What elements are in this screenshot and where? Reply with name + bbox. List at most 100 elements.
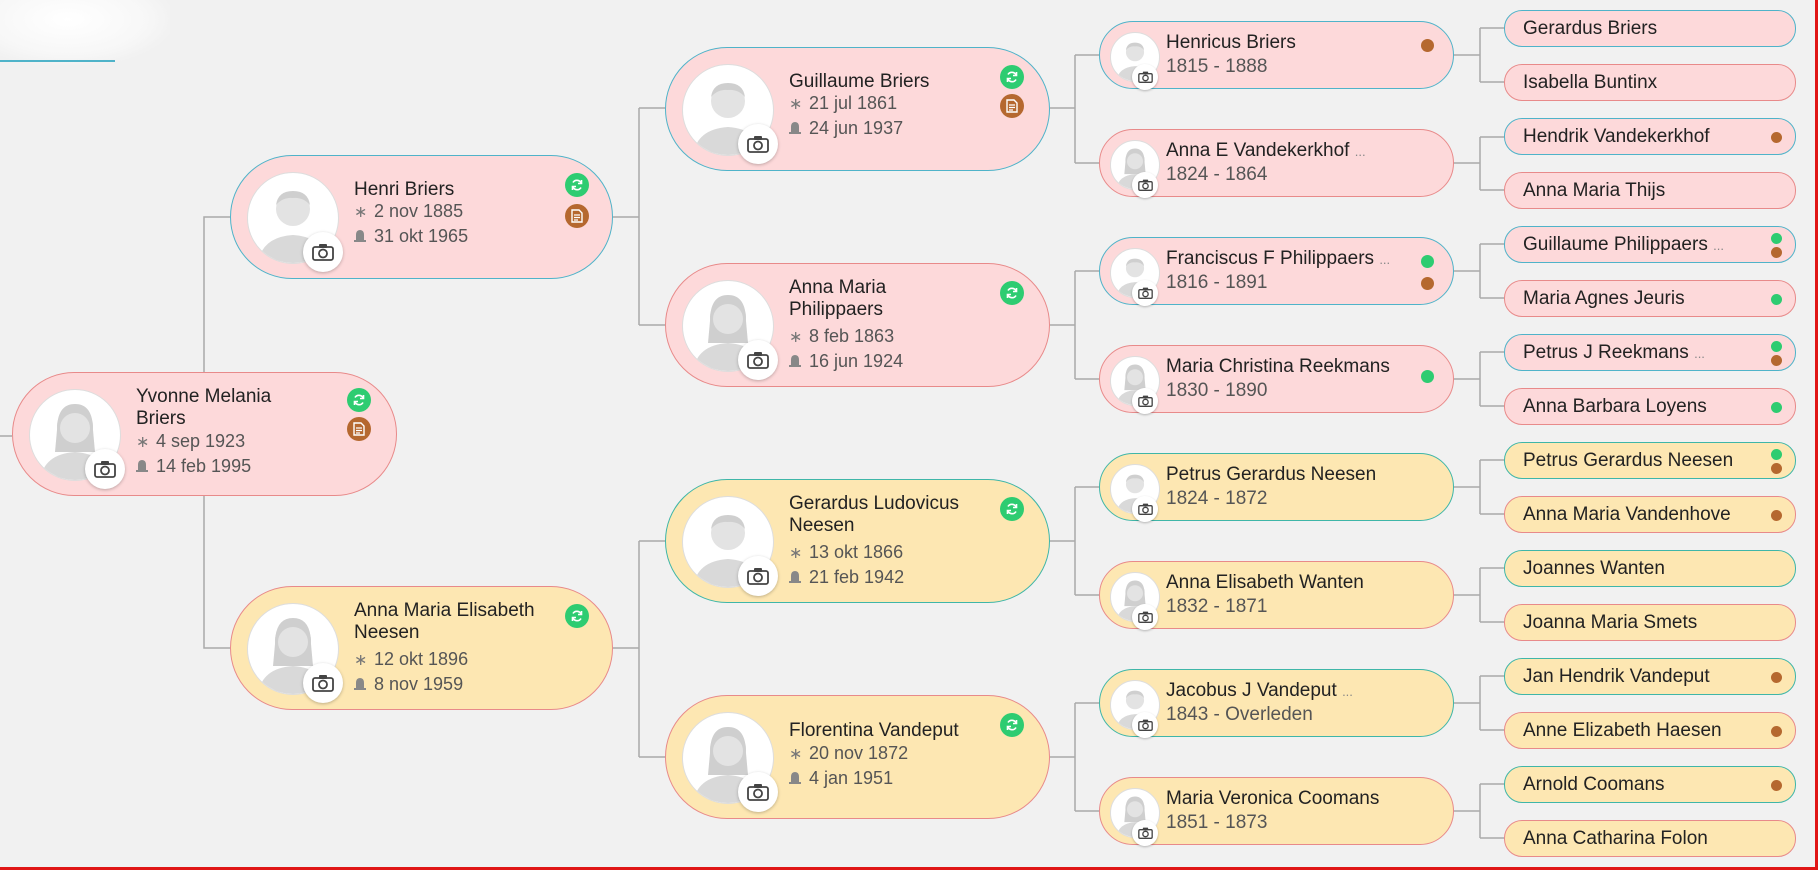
person-card-root[interactable]: Yvonne Melania Briers ∗4 sep 1923 14 feb… xyxy=(12,372,397,496)
person-name[interactable]: Henricus Briers xyxy=(1166,32,1296,53)
person-card-gen4[interactable]: Anna Elisabeth Wanten 1832 - 1871 xyxy=(1099,561,1454,630)
document-icon[interactable] xyxy=(565,204,589,228)
person-name[interactable]: Anna Barbara Loyens xyxy=(1523,396,1707,417)
death-date: 16 jun 1924 xyxy=(789,351,903,372)
camera-icon[interactable] xyxy=(1132,172,1158,198)
person-card-gen5[interactable]: Maria Agnes Jeuris xyxy=(1504,280,1796,317)
document-icon[interactable] xyxy=(347,417,371,441)
person-card-gen4[interactable]: Maria Veronica Coomans 1851 - 1873 xyxy=(1099,777,1454,846)
camera-icon[interactable] xyxy=(738,340,778,380)
record-match-indicator xyxy=(1771,449,1782,460)
document-icon[interactable] xyxy=(1000,94,1024,118)
sync-icon[interactable] xyxy=(565,604,589,628)
birth-date: ∗20 nov 1872 xyxy=(789,743,909,763)
sync-icon[interactable] xyxy=(347,388,371,412)
person-card-gen5[interactable]: Joannes Wanten xyxy=(1504,550,1796,587)
person-card-gen5[interactable]: Gerardus Briers xyxy=(1504,10,1796,47)
person-name[interactable]: Guillaume Briers xyxy=(789,71,930,92)
person-name[interactable]: Petrus Gerardus Neesen xyxy=(1166,464,1377,485)
person-name[interactable]: Maria Christina Reekmans xyxy=(1166,356,1390,377)
person-card-gen4[interactable]: Petrus Gerardus Neesen 1824 - 1872 xyxy=(1099,453,1454,522)
camera-icon[interactable] xyxy=(738,124,778,164)
source-indicator xyxy=(1771,355,1782,366)
person-card-grandfather-maternal[interactable]: Gerardus Ludovicus Neesen ∗13 okt 1866 2… xyxy=(665,479,1050,603)
sync-icon[interactable] xyxy=(1000,713,1024,737)
camera-icon[interactable] xyxy=(1132,712,1158,738)
person-name[interactable]: Anna Catharina Folon xyxy=(1523,828,1708,849)
person-name[interactable]: Arnold Coomans xyxy=(1523,774,1665,795)
person-name[interactable]: Anna E Vandekerkhof ... xyxy=(1166,140,1366,161)
person-name[interactable]: Henri Briers xyxy=(354,179,455,200)
person-card-gen5[interactable]: Hendrik Vandekerkhof xyxy=(1504,118,1796,155)
camera-icon[interactable] xyxy=(303,663,343,703)
person-name[interactable]: Gerardus Briers xyxy=(1523,18,1658,39)
person-name[interactable]: Guillaume Philippaers ... xyxy=(1523,234,1724,255)
person-name[interactable]: Maria Veronica Coomans xyxy=(1166,788,1380,809)
sync-icon[interactable] xyxy=(1000,281,1024,305)
person-name[interactable]: Jan Hendrik Vandeput xyxy=(1523,666,1710,687)
person-name[interactable]: Anna Maria Vandenhove xyxy=(1523,504,1731,525)
person-name[interactable]: Anna Elisabeth Wanten xyxy=(1166,572,1364,593)
camera-icon[interactable] xyxy=(1132,388,1158,414)
person-card-gen5[interactable]: Jan Hendrik Vandeput xyxy=(1504,658,1796,695)
person-name[interactable]: Anna Maria Thijs xyxy=(1523,180,1666,201)
person-card-gen4[interactable]: Maria Christina Reekmans 1830 - 1890 xyxy=(1099,345,1454,414)
birth-date: ∗4 sep 1923 xyxy=(136,431,246,451)
person-name[interactable]: Joannes Wanten xyxy=(1523,558,1665,579)
camera-icon[interactable] xyxy=(303,232,343,272)
camera-icon[interactable] xyxy=(85,449,125,489)
person-card-gen4[interactable]: Anna E Vandekerkhof ... 1824 - 1864 xyxy=(1099,129,1454,198)
person-card-father[interactable]: Henri Briers ∗2 nov 1885 31 okt 1965 xyxy=(230,155,613,279)
person-card-mother[interactable]: Anna Maria Elisabeth Neesen ∗12 okt 1896… xyxy=(230,586,613,710)
source-indicator xyxy=(1771,726,1782,737)
sync-icon[interactable] xyxy=(565,173,589,197)
person-card-gen5[interactable]: Anna Maria Vandenhove xyxy=(1504,496,1796,533)
camera-icon[interactable] xyxy=(1132,64,1158,90)
person-card-gen5[interactable]: Anna Catharina Folon xyxy=(1504,820,1796,857)
camera-icon[interactable] xyxy=(738,556,778,596)
person-card-gen5[interactable]: Anna Barbara Loyens xyxy=(1504,388,1796,425)
camera-icon[interactable] xyxy=(1132,280,1158,306)
person-name[interactable]: Yvonne Melania Briers xyxy=(136,386,272,429)
camera-icon[interactable] xyxy=(1132,820,1158,846)
person-card-gen4[interactable]: Henricus Briers 1815 - 1888 xyxy=(1099,21,1454,90)
death-date: 24 jun 1937 xyxy=(789,118,903,139)
person-name[interactable]: Anna Maria Elisabeth Neesen xyxy=(354,600,535,643)
birth-icon: ∗ xyxy=(789,545,803,562)
sync-icon[interactable] xyxy=(1000,497,1024,521)
person-card-gen5[interactable]: Petrus Gerardus Neesen xyxy=(1504,442,1796,479)
sync-icon[interactable] xyxy=(1000,65,1024,89)
camera-icon[interactable] xyxy=(1132,496,1158,522)
person-name[interactable]: Isabella Buntinx xyxy=(1523,72,1658,93)
person-name[interactable]: Gerardus Ludovicus Neesen xyxy=(789,493,960,536)
birth-date: ∗12 okt 1896 xyxy=(354,649,469,669)
source-indicator xyxy=(1421,277,1434,290)
person-card-grandmother-paternal[interactable]: Anna Maria Philippaers ∗8 feb 1863 16 ju… xyxy=(665,263,1050,387)
person-card-gen5[interactable]: Petrus J Reekmans ... xyxy=(1504,334,1796,371)
person-card-gen5[interactable]: Anna Maria Thijs xyxy=(1504,172,1796,209)
person-name[interactable]: Franciscus F Philippaers ... xyxy=(1166,248,1391,269)
person-name[interactable]: Hendrik Vandekerkhof xyxy=(1523,126,1710,147)
person-card-gen4[interactable]: Franciscus F Philippaers ... 1816 - 1891 xyxy=(1099,237,1454,306)
person-name[interactable]: Petrus Gerardus Neesen xyxy=(1523,450,1734,471)
person-card-grandfather-paternal[interactable]: Guillaume Briers ∗21 jul 1861 24 jun 193… xyxy=(665,47,1050,171)
person-name[interactable]: Petrus J Reekmans ... xyxy=(1523,342,1705,363)
person-name[interactable]: Anne Elizabeth Haesen xyxy=(1523,720,1722,741)
grave-icon xyxy=(789,771,809,789)
person-card-gen4[interactable]: Jacobus J Vandeput ... 1843 - Overleden xyxy=(1099,669,1454,738)
person-name[interactable]: Anna Maria Philippaers xyxy=(789,277,887,320)
overlay-edge xyxy=(0,60,115,62)
camera-icon[interactable] xyxy=(1132,604,1158,630)
person-card-gen5[interactable]: Joanna Maria Smets xyxy=(1504,604,1796,641)
person-name[interactable]: Florentina Vandeput xyxy=(789,720,959,741)
source-indicator xyxy=(1771,463,1782,474)
person-name[interactable]: Maria Agnes Jeuris xyxy=(1523,288,1685,309)
person-name[interactable]: Jacobus J Vandeput ... xyxy=(1166,680,1353,701)
person-card-gen5[interactable]: Guillaume Philippaers ... xyxy=(1504,226,1796,263)
person-card-grandmother-maternal[interactable]: Florentina Vandeput ∗20 nov 1872 4 jan 1… xyxy=(665,695,1050,819)
camera-icon[interactable] xyxy=(738,772,778,812)
person-name[interactable]: Joanna Maria Smets xyxy=(1523,612,1698,633)
person-card-gen5[interactable]: Isabella Buntinx xyxy=(1504,64,1796,101)
person-card-gen5[interactable]: Anne Elizabeth Haesen xyxy=(1504,712,1796,749)
person-card-gen5[interactable]: Arnold Coomans xyxy=(1504,766,1796,803)
